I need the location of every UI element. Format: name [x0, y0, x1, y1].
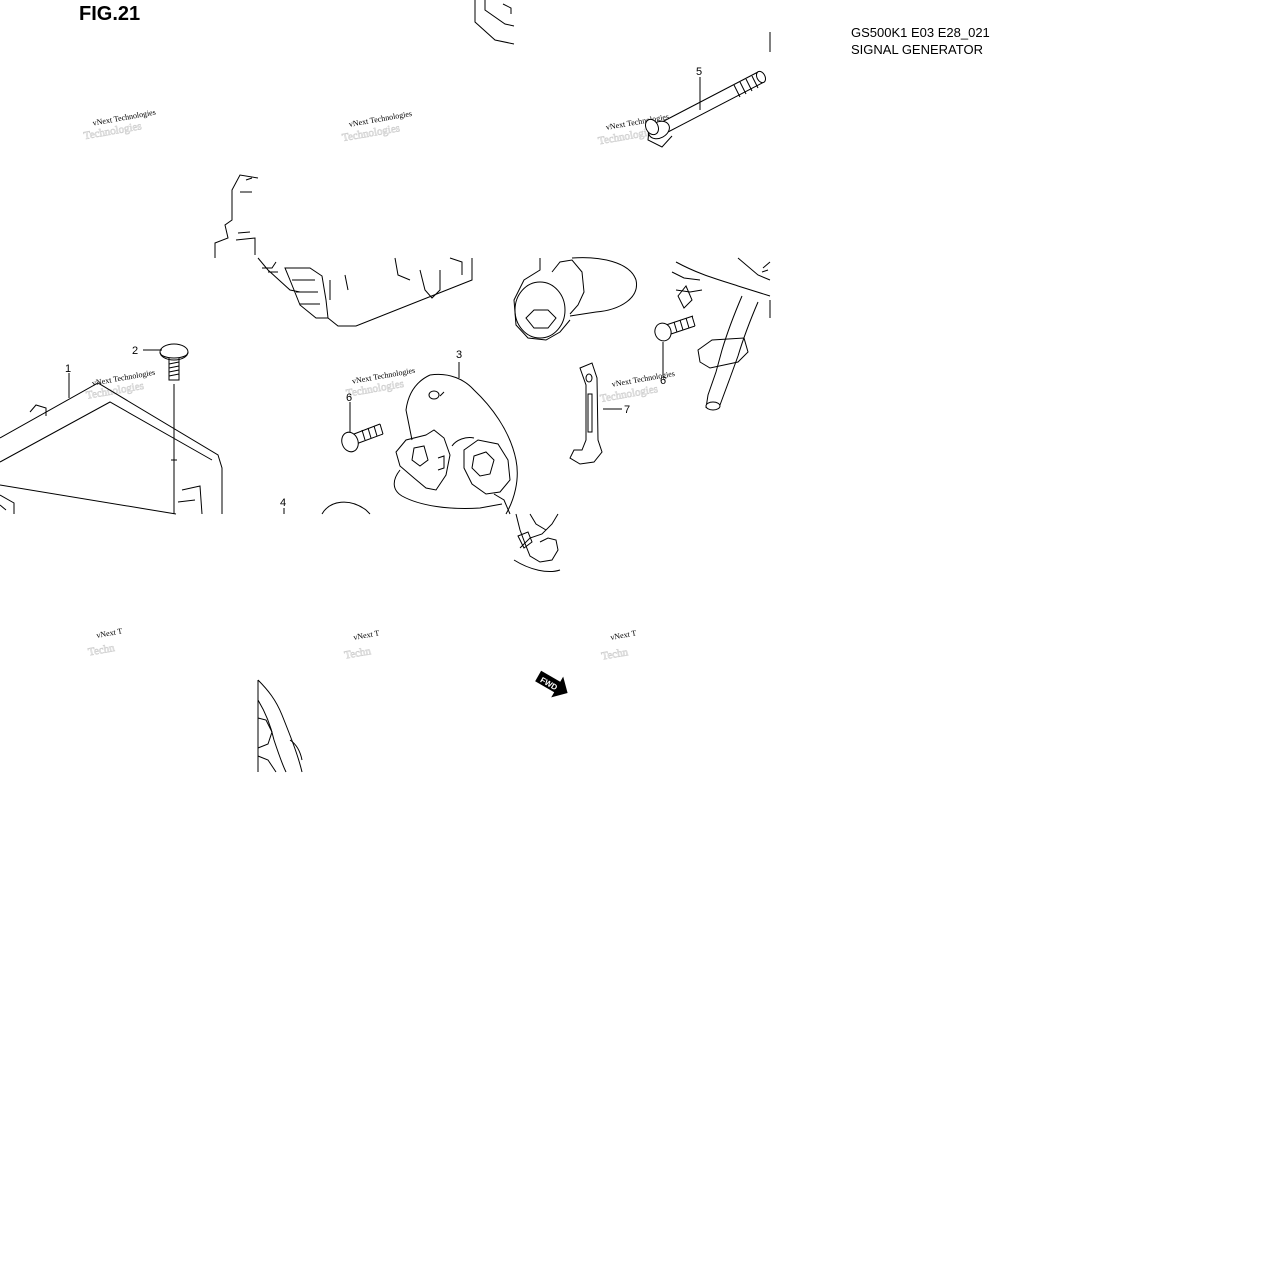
callout-6-right: 6: [660, 375, 666, 387]
watermark: Techn vNext T: [600, 628, 638, 663]
watermark-text: vNext T: [353, 628, 381, 641]
watermark-text: vNext T: [610, 628, 638, 641]
watermark-ghost-text: Technologies: [599, 383, 659, 405]
callout-2: 2: [132, 345, 138, 357]
callout-7: 7: [624, 404, 630, 416]
bracket: [569, 362, 603, 465]
watermark: Techn vNext T: [87, 626, 124, 659]
watermark: Technologies vNext Technologies: [83, 108, 157, 143]
pickup-plate: [393, 373, 518, 515]
part-4-outline: [321, 501, 371, 515]
housing-fragment-top: [474, 0, 771, 52]
screw-right: [654, 315, 696, 342]
watermark: Technologies vNext Technologies: [341, 109, 413, 145]
signal-generator-unit: [0, 382, 223, 515]
long-bolt: [645, 70, 767, 148]
control-unit-housing: [214, 174, 473, 327]
fwd-arrow-icon: FWD: [535, 670, 568, 698]
callout-5: 5: [696, 66, 702, 78]
wiring-fragment: [513, 513, 561, 573]
diagram-name: SIGNAL GENERATOR: [851, 42, 983, 57]
watermark: Technologies vNext Technologies: [345, 366, 416, 400]
screw-middle: [341, 423, 384, 453]
watermark-ghost-text: Techn: [601, 646, 630, 663]
callout-3: 3: [456, 349, 462, 361]
watermark-text: vNext T: [96, 626, 124, 639]
screw-top: [159, 343, 189, 514]
callout-4: 4: [280, 497, 286, 509]
figure-title: FIG.21: [79, 3, 141, 25]
callout-1: 1: [65, 363, 71, 375]
callout-6-middle: 6: [346, 392, 352, 404]
diagram-code: GS500K1 E03 E28_021: [851, 25, 990, 40]
watermark: Techn vNext T: [343, 628, 381, 662]
harness-fragment: [257, 679, 303, 773]
watermark-ghost-text: Techn: [343, 645, 372, 662]
watermark-ghost-text: Techn: [87, 642, 116, 659]
rotor-cap: [513, 257, 637, 341]
cable-clamp-assembly: [671, 257, 771, 411]
